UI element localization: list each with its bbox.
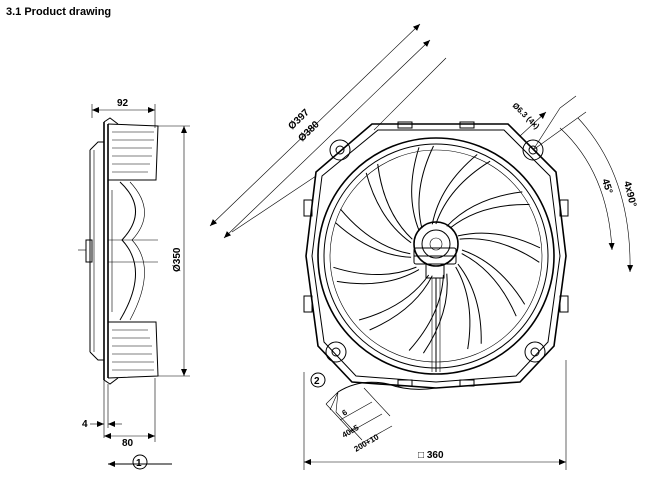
fan-blade-edge: [449, 203, 530, 229]
fan-blade-edge: [422, 273, 448, 354]
front-dim-angle-b: 4x90°: [621, 180, 638, 208]
fan-blade-edge: [335, 222, 412, 258]
mounting-lug-bottom-right: [524, 341, 546, 363]
side-dim-depth: 80: [122, 438, 134, 449]
view-marker-circle: [132, 454, 148, 470]
fan-blade-edge: [459, 238, 540, 263]
fan-blade-edge: [358, 274, 430, 321]
fan-blade-edge: [336, 269, 420, 285]
cable-marker-circle: [310, 372, 326, 388]
front-view: Ø397 Ø380 Ø6.3 (4x) 45° 4x90° □ 360 2 6 …: [209, 23, 638, 470]
view-marker-label: 1: [136, 458, 142, 469]
mounting-lug-bottom-left: [325, 341, 347, 363]
fan-blade-edge: [333, 266, 417, 276]
section-title: 3.1 Product drawing: [6, 6, 112, 18]
fan-blade-edge: [457, 263, 482, 344]
cable-dim-a: 6: [341, 407, 350, 417]
side-dim-height: Ø350: [172, 247, 183, 272]
front-dim-angle-a: 45°: [599, 178, 614, 196]
mounting-lug-top-left: [329, 139, 351, 161]
front-dim-square: □ 360: [418, 450, 444, 461]
fan-blade-edge: [435, 160, 491, 225]
fan-blade-edge: [446, 191, 523, 227]
fan-blade-edge: [457, 232, 541, 249]
fan-blade-edge: [369, 275, 433, 331]
mounting-lug-top-right: [522, 139, 544, 161]
fan-blade-edge: [340, 208, 411, 255]
fan-blade-edge: [411, 147, 420, 231]
fan-blade-edge: [461, 253, 517, 317]
cable-dim-c: 200+10: [353, 432, 381, 454]
side-dim-top: 92: [117, 98, 129, 109]
side-dim-flange: 4: [82, 419, 88, 430]
front-dim-holes: Ø6.3 (4x): [511, 101, 542, 131]
fan-blade-edge: [461, 249, 526, 305]
cable-marker-label: 2: [314, 376, 320, 387]
fan-blade-edge: [418, 145, 434, 229]
fan-blade-edge: [365, 172, 412, 244]
motor-hub: [413, 221, 459, 267]
fan-blade-edge: [455, 266, 471, 350]
fan-blade-edge: [431, 154, 478, 225]
side-view: 92 Ø350: [78, 98, 190, 470]
fan-blade-edge: [408, 274, 444, 351]
fan-blades: [333, 145, 541, 354]
cable-dim-b: 40±5: [341, 423, 361, 440]
